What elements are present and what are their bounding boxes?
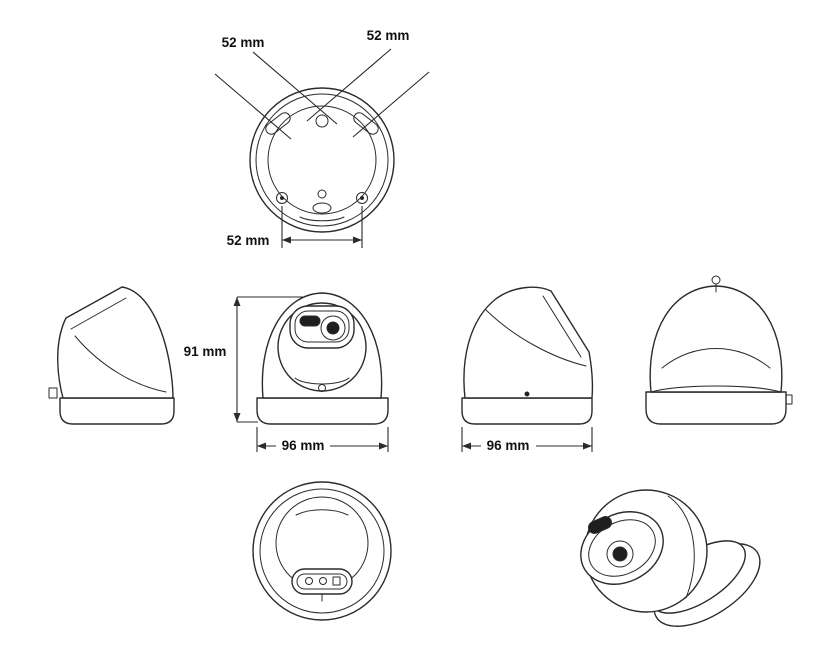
top-cable-gland <box>711 275 721 285</box>
dimension-96mm-front-width: 96 mm <box>256 427 389 453</box>
camera-dome <box>649 285 783 393</box>
ir-led-window <box>588 516 612 534</box>
side-view-left <box>48 286 175 425</box>
mount-screw-left-center <box>280 196 284 200</box>
lens <box>320 315 346 341</box>
base-outer-rim <box>252 481 392 621</box>
perspective-view <box>580 489 761 627</box>
mount-cable-slot <box>312 202 332 214</box>
dimension-label: 91 mm <box>184 344 227 359</box>
dome-base-seam <box>650 385 782 393</box>
dimension-label: 96 mm <box>282 438 325 453</box>
dimension-52mm-bottom: 52 mm <box>227 206 363 248</box>
lens <box>606 540 634 568</box>
top-view-mounting-base <box>249 87 395 233</box>
mount-center-hole <box>317 189 327 199</box>
lens-face-edge <box>70 297 127 330</box>
connector-plate-rim <box>296 573 348 590</box>
camera-body <box>463 286 594 399</box>
cable-tab <box>48 387 58 399</box>
eyeball-seam <box>485 309 587 367</box>
camera-base <box>256 397 389 425</box>
connector-slot <box>332 576 341 586</box>
extension-line <box>252 51 338 125</box>
eyeball-seam <box>74 335 167 393</box>
mount-screw-left <box>276 192 288 204</box>
mount-top-screw-hole <box>315 114 329 128</box>
dimension-96mm-side-width: 96 mm <box>461 427 593 453</box>
lens-plate-rim <box>294 310 350 343</box>
eyeball-top-arc <box>295 509 349 516</box>
mount-outer-rim <box>249 87 395 233</box>
mount-slot-left <box>265 112 291 135</box>
connector-hole-left <box>305 577 313 585</box>
dimension-label: 52 mm <box>222 35 265 50</box>
camera-base <box>645 391 787 425</box>
mount-inner-rim <box>255 93 389 227</box>
mount-bottom-seam <box>299 216 345 222</box>
connector-hole-center <box>319 577 327 585</box>
bottom-view <box>252 481 392 621</box>
lens-pupil <box>326 321 340 335</box>
mount-screw-right-center <box>360 196 364 200</box>
camera-body <box>57 286 174 399</box>
mount-slot-right <box>353 112 379 135</box>
connector-plate <box>291 568 353 595</box>
front-view <box>256 292 389 425</box>
dimension-label: 96 mm <box>487 438 530 453</box>
lens-face-edge <box>542 295 582 358</box>
base-screw-dot <box>524 391 530 397</box>
extension-line <box>352 71 430 138</box>
extension-line <box>306 48 392 122</box>
camera-base <box>59 397 175 425</box>
sphere-seam <box>667 495 695 599</box>
base-inner-rim <box>259 488 385 614</box>
rear-view <box>645 275 793 425</box>
extension-line <box>214 73 292 140</box>
dimension-52mm-upper-right: 52 mm <box>306 28 430 138</box>
dimension-91mm-height: 91 mm <box>184 296 305 423</box>
camera-base <box>461 397 593 425</box>
dome-seam <box>661 348 771 369</box>
mount-screw-right <box>356 192 368 204</box>
ir-led-window <box>299 315 321 327</box>
mount-plate-ring <box>267 105 377 215</box>
side-view-right <box>461 286 594 425</box>
dimension-52mm-upper-left: 52 mm <box>214 35 338 140</box>
dimension-label: 52 mm <box>227 233 270 248</box>
dimension-label: 52 mm <box>367 28 410 43</box>
lens-pupil <box>612 546 628 562</box>
eyeball-screw <box>318 384 326 392</box>
